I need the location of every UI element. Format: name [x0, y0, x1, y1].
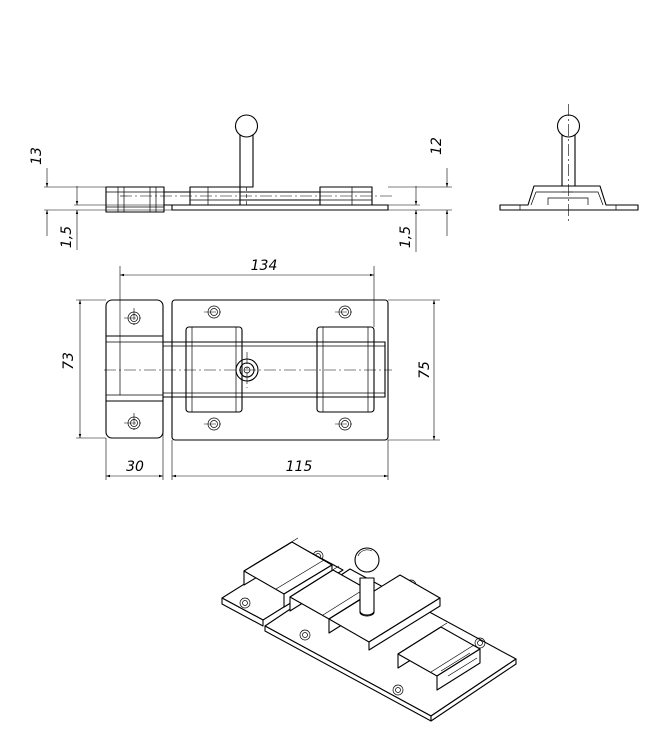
dim-plate-height: 75 — [417, 361, 433, 379]
dim-side-base-thickness: 1,5 — [59, 226, 75, 248]
dim-plate-width: 115 — [286, 459, 313, 475]
end-view — [499, 104, 639, 222]
dim-overall-length: 134 — [251, 258, 278, 274]
dim-right-height: 12 — [429, 137, 445, 155]
dim-side-height: 13 — [29, 147, 45, 165]
top-view — [76, 266, 440, 480]
dim-strike-height: 73 — [61, 352, 77, 370]
dim-right-base-thickness: 1,5 — [398, 226, 414, 248]
isometric-view — [221, 537, 517, 722]
dim-strike-width: 30 — [126, 459, 144, 475]
side-view — [44, 114, 452, 252]
